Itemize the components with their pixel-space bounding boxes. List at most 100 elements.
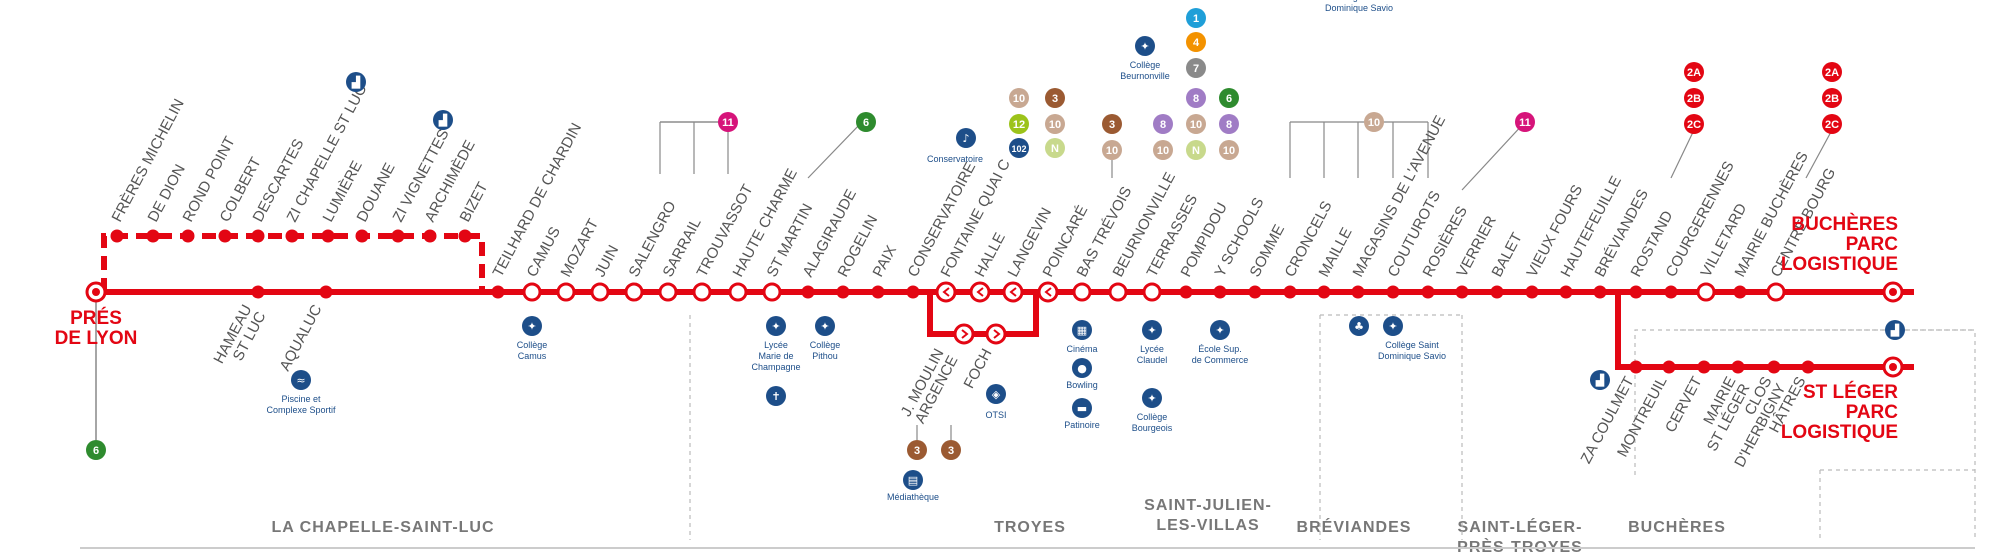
line-badge-10[interactable]: 10 [1009,88,1029,108]
stop-rond-point[interactable] [181,229,195,243]
stop-balet[interactable] [1490,285,1504,299]
line-badge-6[interactable]: 6 [1219,88,1239,108]
line-badge-8[interactable]: 8 [1186,88,1206,108]
line-badge-10[interactable]: 10 [1102,140,1122,160]
stop-zi-chapelle-st-luc[interactable] [285,229,299,243]
line-badge-3[interactable]: 3 [907,440,927,460]
stop-beurnonville[interactable] [1108,282,1128,302]
stop-mairie-st-leger[interactable] [1731,360,1745,374]
poi-cinema-icon[interactable]: ▦Cinéma [1066,320,1098,354]
stop-verrier[interactable] [1455,285,1469,299]
line-badge-2b[interactable]: 2B [1684,88,1704,108]
stop-bizet[interactable] [458,229,472,243]
line-badge-1[interactable]: 1 [1186,8,1206,28]
stop-rostand[interactable] [1629,285,1643,299]
line-badge-3[interactable]: 3 [1102,114,1122,134]
stop-magasins-de-l-avenue[interactable] [1351,285,1365,299]
line-badge-4[interactable]: 4 [1186,32,1206,52]
stop-y-schools[interactable] [1213,285,1227,299]
stop-breviandes[interactable] [1593,285,1607,299]
stop-rogelin[interactable] [836,285,850,299]
stop-bas-trevois[interactable] [1072,282,1092,302]
stop-rosieres[interactable] [1421,285,1435,299]
stop-freres-michelin[interactable] [110,229,124,243]
line-badge-10[interactable]: 10 [1186,114,1206,134]
line-badge-11[interactable]: 11 [718,112,738,132]
stop-zi-vignettes[interactable] [391,229,405,243]
stop-camus[interactable] [522,282,542,302]
stop-descartes[interactable] [251,229,265,243]
stop-hautefeuille[interactable] [1559,285,1573,299]
stop-juin[interactable] [590,282,610,302]
poi-otsi-icon[interactable]: ◈OTSI [985,384,1007,420]
poi-ecole-icon[interactable]: ✦École Sup.de Commerce [1192,320,1249,365]
stop-colbert[interactable] [218,229,232,243]
line-badge-2b[interactable]: 2B [1822,88,1842,108]
line-badge-2a[interactable]: 2A [1684,62,1704,82]
stop-hatres[interactable] [1801,360,1815,374]
stop-mozart[interactable] [556,282,576,302]
stop-mairie-bucheres[interactable] [1733,285,1747,299]
stop-poincare[interactable] [1037,281,1059,303]
stop-za-coulmet[interactable] [1629,360,1643,374]
stop-villetard[interactable] [1696,282,1716,302]
line-badge-3[interactable]: 3 [1045,88,1065,108]
line-badge-6[interactable]: 6 [86,440,106,460]
poi-bowling-icon[interactable]: ●Bowling [1066,358,1098,390]
stop-sarrail[interactable] [658,282,678,302]
stop-croncels[interactable] [1283,285,1297,299]
stop-teilhard-de-chardin[interactable] [491,285,505,299]
line-badge-2a[interactable]: 2A [1822,62,1842,82]
stop-paix[interactable] [871,285,885,299]
stop-vieux-fours[interactable] [1525,285,1539,299]
stop-langevin[interactable] [1002,281,1024,303]
poi-patinoire-icon[interactable]: ▬Patinoire [1064,398,1100,430]
line-badge-10[interactable]: 10 [1364,112,1384,132]
stop-lumiere[interactable] [321,229,335,243]
stop-conservatoire[interactable] [906,285,920,299]
poi-mediatheque-icon[interactable]: ▤Médiathèque [887,470,939,502]
line-badge-10[interactable]: 10 [1153,140,1173,160]
stop-cervet[interactable] [1697,360,1711,374]
line-badge-102[interactable]: 102 [1009,138,1029,158]
line-badge-n[interactable]: N [1045,138,1065,158]
stop-montreuil[interactable] [1662,360,1676,374]
poi-conservatoire-icon[interactable]: ♪Conservatoire [927,128,983,164]
line-badge-8[interactable]: 8 [1153,114,1173,134]
stop-halle[interactable] [969,281,991,303]
line-badge-10[interactable]: 10 [1219,140,1239,160]
stop-aqualuc[interactable] [319,285,333,299]
line-badge-11[interactable]: 11 [1515,112,1535,132]
stop-trouvassot[interactable] [692,282,712,302]
stop-foch[interactable] [985,323,1007,345]
stop-somme[interactable] [1248,285,1262,299]
stop-centre-bourg[interactable] [1766,282,1786,302]
stop-pompidou[interactable] [1179,285,1193,299]
stop-st-martin[interactable] [762,282,782,302]
stop-terrasses[interactable] [1142,282,1162,302]
line-badge-10[interactable]: 10 [1045,114,1065,134]
line-badge-6[interactable]: 6 [856,112,876,132]
stop-clos-d-herbigny[interactable] [1767,360,1781,374]
stop-fontaine-quai-c[interactable] [935,281,957,303]
line-badge-2c[interactable]: 2C [1822,114,1842,134]
stop-maille[interactable] [1317,285,1331,299]
stop-haute-charme[interactable] [728,282,748,302]
line-badge-7[interactable]: 7 [1186,58,1206,78]
stop-couturots[interactable] [1386,285,1400,299]
stop-hameau-st-luc[interactable] [251,285,265,299]
stop-j-moulin-argence[interactable] [953,323,975,345]
line-badge-n[interactable]: N [1186,140,1206,160]
stop-archimede[interactable] [423,229,437,243]
stop-de-dion[interactable] [146,229,160,243]
